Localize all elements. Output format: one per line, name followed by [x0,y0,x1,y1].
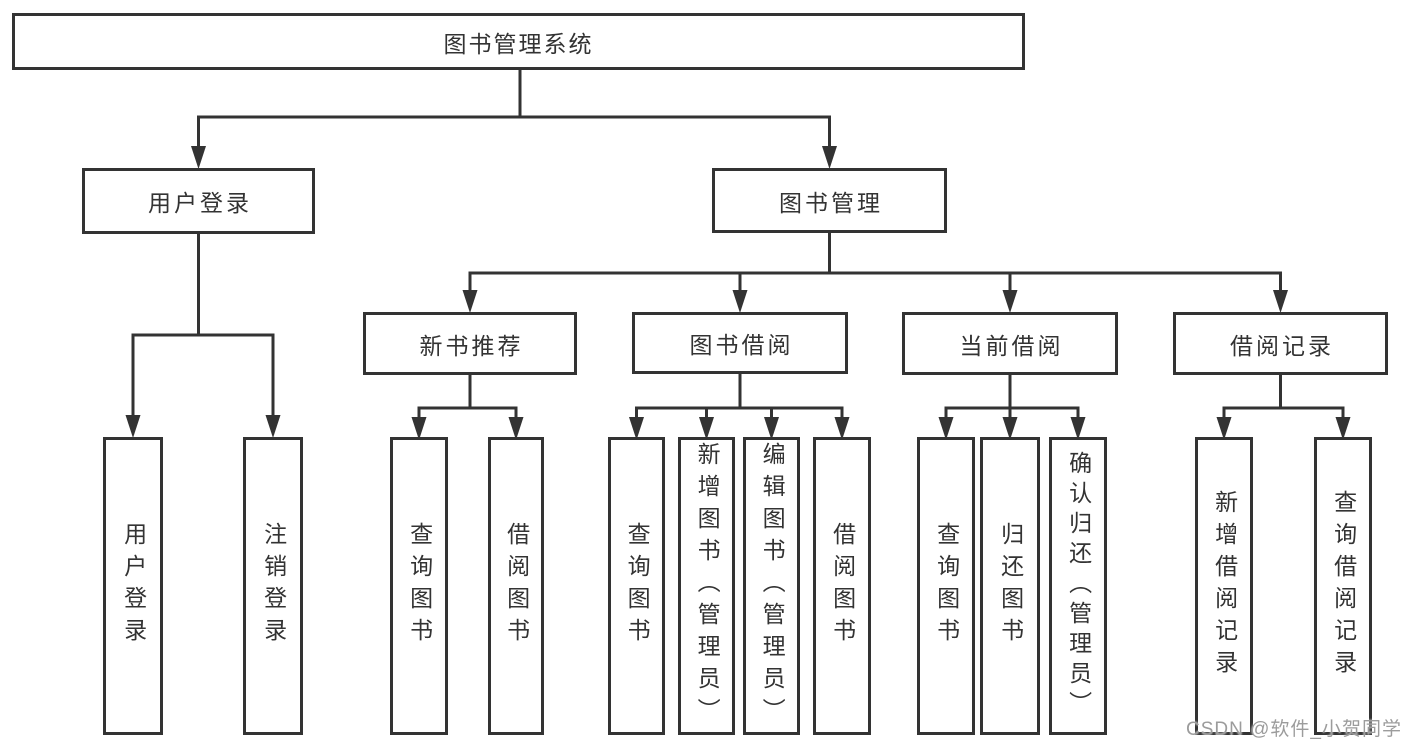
node-book-borrowing: 图书借阅 [632,312,848,374]
node-book-management: 图书管理 [712,168,947,233]
node-label: 新书推荐 [419,332,524,359]
node-label: 借阅记录 [1230,332,1334,359]
leaf-label: 借阅图书 [503,522,530,650]
leaf-label: 查询图书 [406,522,433,650]
node-label: 用户登录 [148,190,252,216]
leaf-logout: 注销登录 [243,437,303,735]
leaf-borrow-books: 借阅图书 [488,437,544,735]
leaf-label: 查询图书 [624,522,651,650]
node-label: 图书借阅 [689,332,794,358]
leaf-confirm-return-admin: 确认归还（管理员） [1049,437,1107,735]
leaf-query-books: 查询图书 [608,437,665,735]
leaf-label: 编辑图书（管理员） [759,442,786,730]
leaf-label: 用户登录 [120,522,147,650]
leaf-label: 归还图书 [997,522,1024,650]
leaf-query-books: 查询图书 [917,437,975,735]
node-new-book-recommendation: 新书推荐 [363,312,577,375]
leaf-query-books: 查询图书 [390,437,448,735]
leaf-add-borrow-record: 新增借阅记录 [1195,437,1253,735]
node-current-borrowing: 当前借阅 [902,312,1118,375]
watermark: CSDN @软件_小贺同学 [1186,719,1402,740]
leaf-label: 查询借阅记录 [1330,490,1357,682]
node-borrowing-records: 借阅记录 [1173,312,1388,375]
node-user-login: 用户登录 [82,168,315,234]
node-library-management-system: 图书管理系统 [12,13,1025,70]
leaf-return-books: 归还图书 [980,437,1040,735]
leaf-label: 查询图书 [933,522,960,650]
leaf-label: 新增图书（管理员） [694,442,721,730]
leaf-label: 新增借阅记录 [1211,490,1238,682]
node-label: 当前借阅 [959,332,1064,359]
node-label: 图书管理 [779,189,883,216]
leaf-label: 借阅图书 [829,522,856,650]
leaf-user-login: 用户登录 [103,437,163,735]
leaf-edit-books-admin: 编辑图书（管理员） [743,437,800,735]
leaf-label: 注销登录 [260,522,287,650]
root-node-label: 图书管理系统 [443,30,594,57]
leaf-borrow-books: 借阅图书 [813,437,871,735]
leaf-query-borrow-record: 查询借阅记录 [1314,437,1372,735]
leaf-label: 确认归还（管理员） [1065,451,1092,721]
leaf-add-books-admin: 新增图书（管理员） [678,437,735,735]
